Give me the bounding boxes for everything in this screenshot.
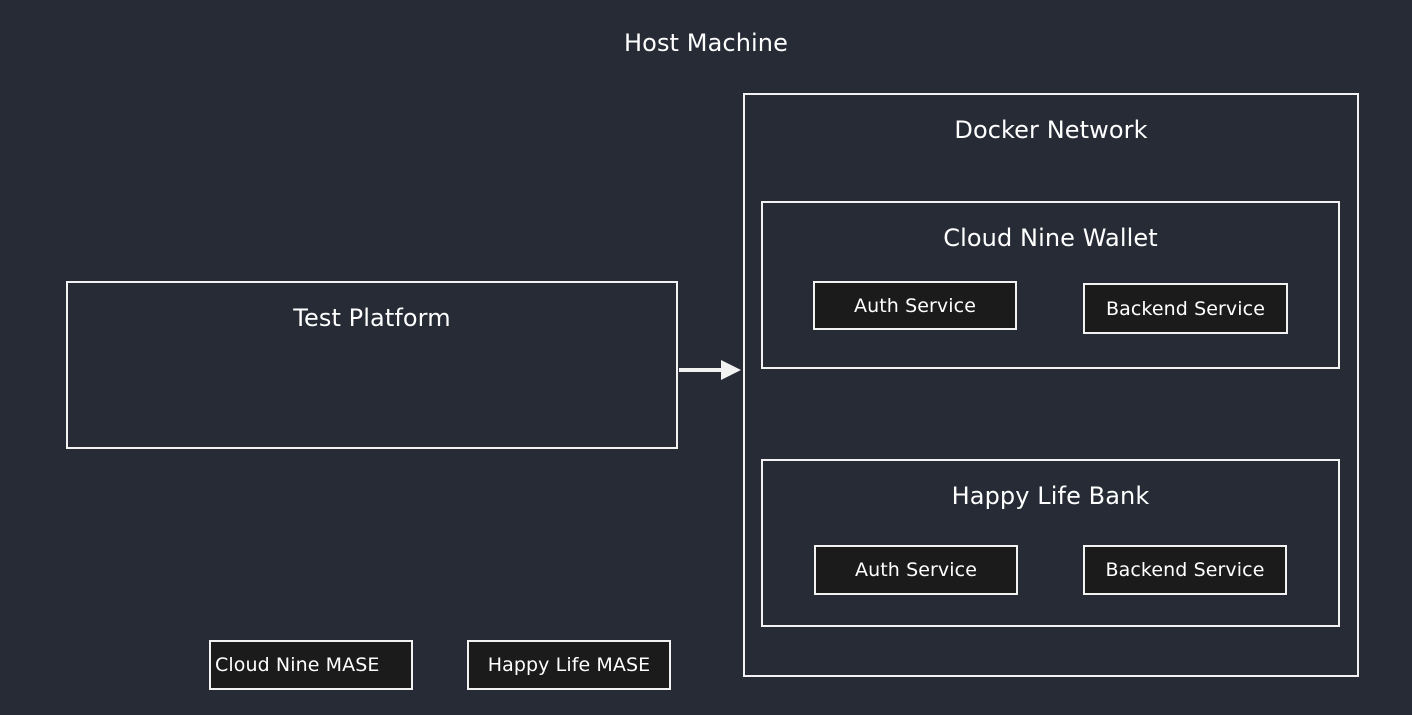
node-cloud-nine-mase[interactable]: Cloud Nine MASE [209,640,413,690]
node-happy-life-mase[interactable]: Happy Life MASE [467,640,671,690]
node-happy-life-bank-backend-service[interactable]: Backend Service [1083,545,1287,595]
group-cloud-nine-wallet: Cloud Nine Wallet [761,201,1340,369]
page-title: Host Machine [624,29,788,57]
node-cloud-nine-wallet-auth-service[interactable]: Auth Service [813,281,1017,330]
group-title-test-platform: Test Platform [293,304,451,332]
group-title-docker-network: Docker Network [954,116,1148,144]
group-title-happy-life-bank: Happy Life Bank [951,482,1150,510]
group-happy-life-bank: Happy Life Bank [761,459,1340,627]
group-title-cloud-nine-wallet: Cloud Nine Wallet [943,224,1158,252]
node-cloud-nine-wallet-backend-service[interactable]: Backend Service [1083,283,1288,334]
group-test-platform: Test Platform Cloud Nine MASE Happy Life… [66,281,678,690]
node-happy-life-bank-auth-service[interactable]: Auth Service [814,545,1018,595]
group-docker-network: Docker Network [743,93,1359,677]
arrow-test-platform-to-docker-network [679,360,741,380]
